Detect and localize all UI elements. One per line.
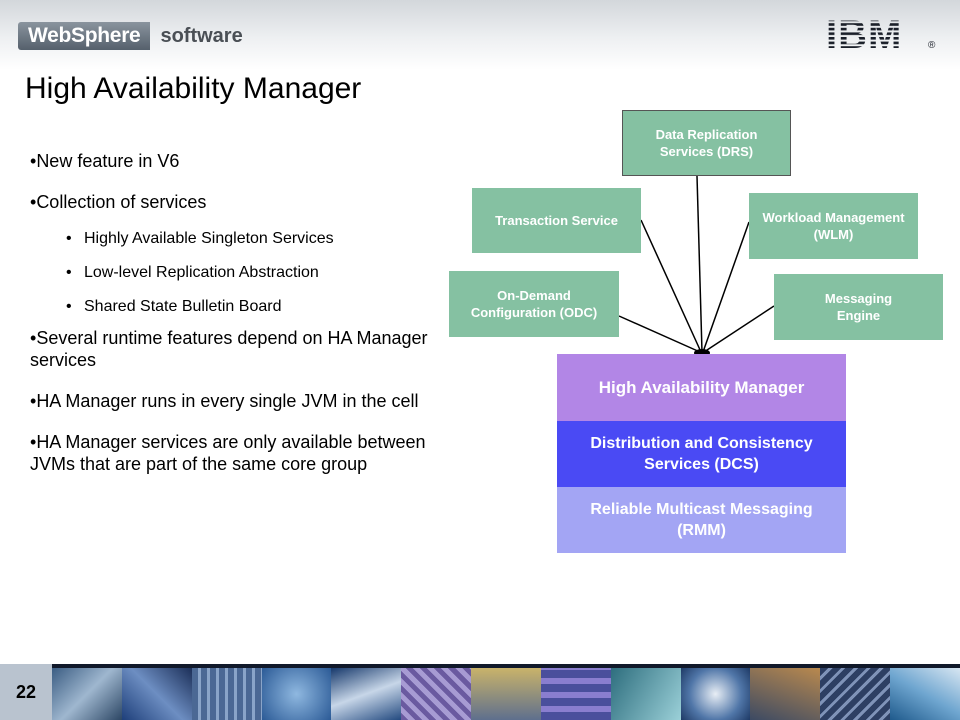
service-wlm: Workload Management (WLM) (749, 193, 918, 259)
connector-ts (640, 219, 702, 353)
registered-mark: ® (928, 40, 936, 51)
brand-websphere: WebSphere (18, 22, 151, 50)
brand-software: software (160, 24, 243, 47)
service-me-line2: Engine (836, 308, 881, 323)
bullet-every-jvm: •HA Manager runs in every single JVM in … (30, 391, 419, 411)
header-bar: WebSphere software IBM ® (0, 0, 960, 70)
sub-bullet-bulletin: •Shared State Bulletin Board (66, 298, 282, 315)
footer-tile (191, 668, 262, 720)
layer-dcs: Distribution and Consistency Services (D… (557, 421, 846, 487)
layer-rmm: Reliable Multicast Messaging (RMM) (557, 487, 846, 553)
footer-tile (540, 668, 611, 720)
service-transaction: Transaction Service (472, 188, 641, 253)
connector-odc (618, 315, 701, 353)
service-messaging-engine: Messaging Engine (774, 274, 943, 340)
footer-image-strip (52, 668, 960, 720)
footer-tile (820, 668, 891, 720)
sub-bullet-singleton: •Highly Available Singleton Services (66, 230, 334, 247)
footer-tile (471, 668, 541, 720)
slide-title: High Availability Manager (25, 72, 362, 105)
connector-me (703, 305, 775, 353)
footer-tile (750, 668, 821, 720)
ha-manager-stack: High Availability Manager Distribution a… (557, 354, 846, 553)
page-number: 22 (0, 664, 52, 720)
ibm-logo-text: IBM (826, 14, 902, 54)
footer-tile (890, 668, 960, 720)
bullet-collection: •Collection of services (30, 192, 207, 212)
websphere-brand: WebSphere software (18, 22, 253, 50)
sub-bullet-replication: •Low-level Replication Abstraction (66, 264, 319, 281)
footer-tile (680, 668, 751, 720)
ibm-logo: IBM ® (826, 14, 936, 54)
footer-tile (121, 668, 192, 720)
service-drs: Data Replication Services (DRS) (622, 110, 791, 176)
service-me-line1: Messaging (824, 291, 893, 306)
bullet-runtime-features: •Several runtime features depend on HA M… (30, 328, 428, 370)
connector-drs (696, 175, 703, 353)
layer-ha-manager: High Availability Manager (557, 354, 846, 421)
connector-wlm (702, 221, 750, 353)
footer-tile (610, 668, 681, 720)
footer-tile (401, 668, 472, 720)
bullet-list: •New feature in V6 •Collection of servic… (30, 150, 470, 494)
service-odc: On-Demand Configuration (ODC) (449, 271, 619, 337)
footer-tile (331, 668, 402, 720)
footer-tile (261, 668, 332, 720)
bullet-core-group: •HA Manager services are only available … (30, 432, 426, 474)
footer-tile (52, 668, 122, 720)
bullet-new-feature: •New feature in V6 (30, 151, 180, 171)
